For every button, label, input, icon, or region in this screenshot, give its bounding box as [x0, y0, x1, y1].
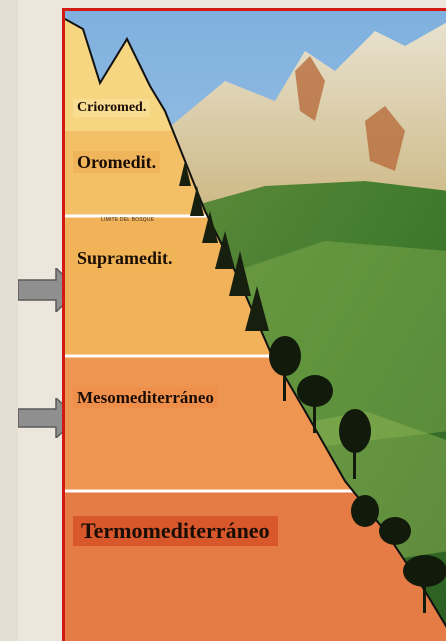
- label-termomediterranean: Termomediterráneo: [73, 516, 278, 546]
- label-treeline: LIMITE DEL BOSQUE: [101, 217, 154, 223]
- label-oromediterranean: Oromedit.: [73, 151, 160, 173]
- label-mesomediterranean: Mesomediterráneo: [73, 387, 218, 408]
- left-margin-strip: [0, 0, 18, 641]
- label-crioromediterranean: Crioromed.: [73, 99, 150, 117]
- label-supramediterranean: Supramedit.: [73, 247, 177, 269]
- vegetation-belts-diagram: Crioromed. Oromedit. LIMITE DEL BOSQUE S…: [62, 8, 446, 641]
